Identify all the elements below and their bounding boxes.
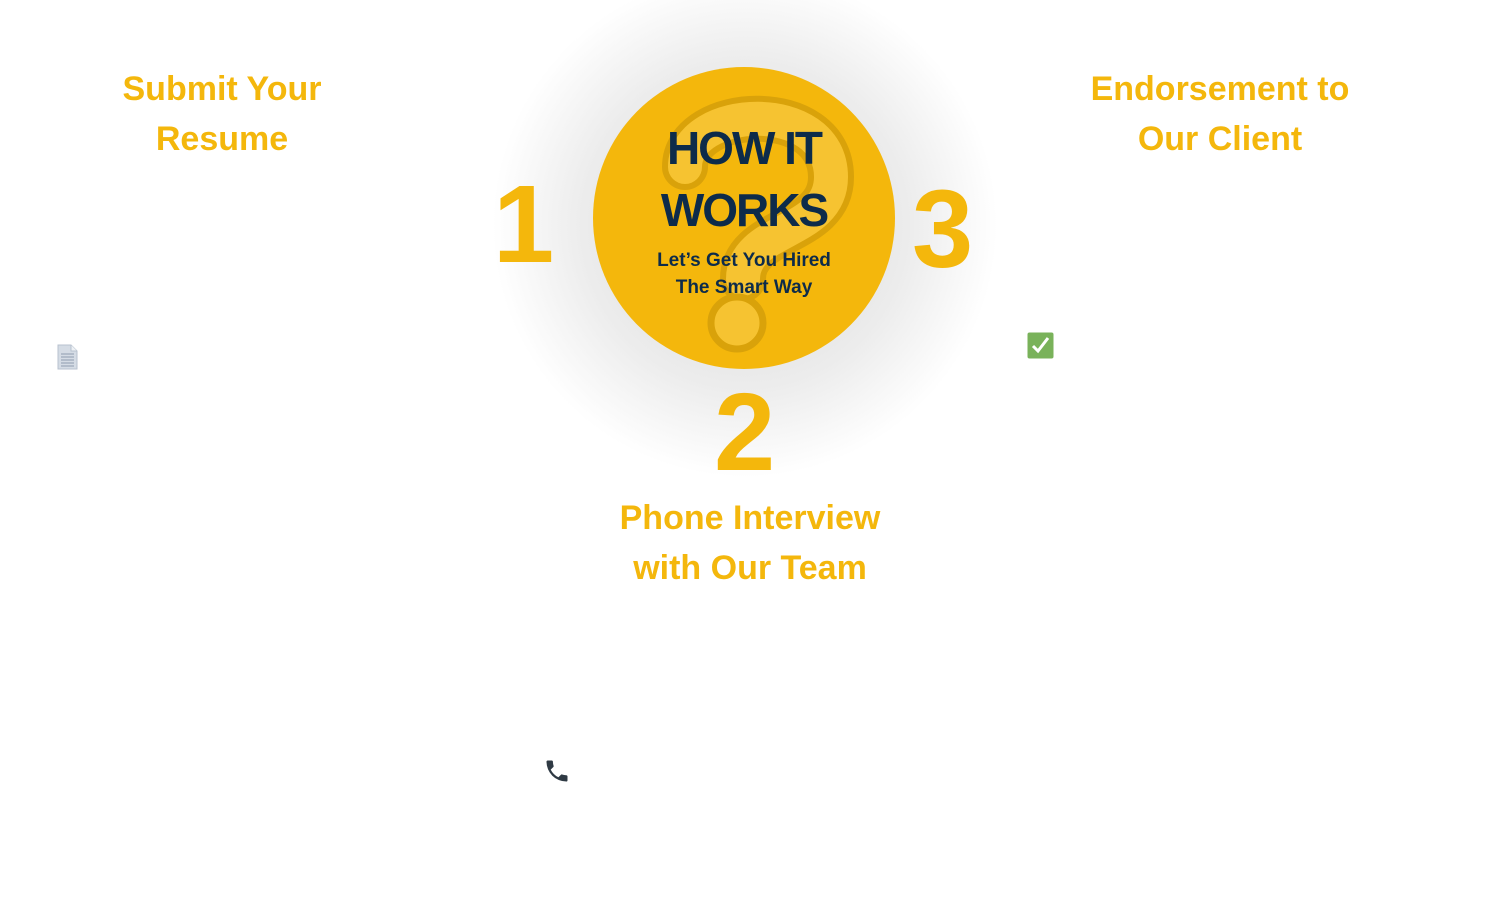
hero-title: HOW IT WORKS bbox=[593, 117, 895, 241]
step-number-2: 2 bbox=[714, 371, 776, 494]
hero-title-line-2: WORKS bbox=[660, 184, 829, 236]
hero-subtitle-line-1: Let’s Get You Hired bbox=[657, 250, 831, 271]
step-title-3: Endorsement to Our Client bbox=[1040, 64, 1400, 164]
hero-title-line-1: HOW IT bbox=[666, 122, 823, 174]
step-title-1-line-2: Resume bbox=[155, 120, 289, 158]
document-icon bbox=[57, 344, 78, 370]
phone-icon bbox=[546, 760, 568, 782]
step-title-3-line-2: Our Client bbox=[1137, 120, 1303, 158]
question-mark-icon bbox=[662, 95, 855, 353]
step-title-2-line-2: with Our Team bbox=[633, 549, 867, 587]
step-number-1: 1 bbox=[493, 163, 555, 286]
step-title-2-line-1: Phone Interview bbox=[619, 499, 881, 537]
step-number-3: 3 bbox=[912, 168, 974, 291]
hero-subtitle-line-2: The Smart Way bbox=[675, 277, 813, 298]
step-title-3-line-1: Endorsement to bbox=[1090, 70, 1350, 108]
step-title-1-line-1: Submit Your bbox=[122, 70, 322, 108]
step-title-2: Phone Interview with Our Team bbox=[570, 493, 930, 593]
checkbox-icon bbox=[1027, 332, 1054, 359]
